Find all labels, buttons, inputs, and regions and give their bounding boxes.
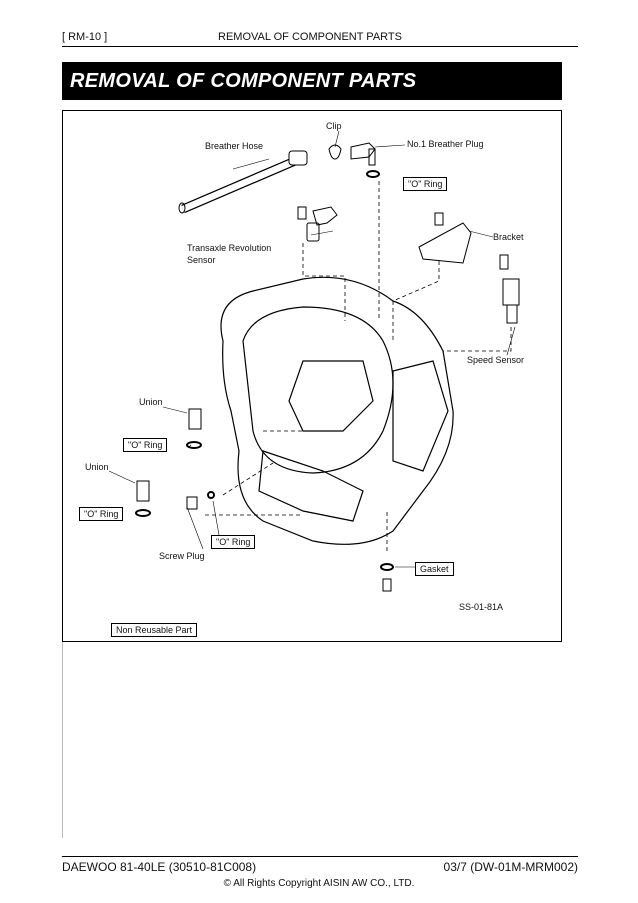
label-revolution-sensor: Transaxle Revolution bbox=[187, 243, 272, 253]
revolution-sensor-drawing bbox=[297, 206, 338, 242]
header-code: [ RM-10 ] bbox=[62, 31, 108, 43]
screw-plug-drawing bbox=[186, 491, 215, 510]
figure-frame: Clip Breather Hose No.1 Breather Plug "O… bbox=[62, 110, 562, 642]
union-upper-drawing bbox=[186, 408, 202, 449]
label-gasket: Gasket bbox=[415, 562, 454, 576]
label-o-ring-screw: "O" Ring bbox=[211, 535, 256, 549]
transmission-case-drawing bbox=[220, 276, 454, 545]
gasket-drawing bbox=[380, 563, 394, 592]
label-o-ring-upper: "O" Ring bbox=[123, 438, 168, 452]
union-lower-drawing bbox=[135, 480, 151, 517]
page-margin-rule bbox=[62, 642, 63, 838]
section-banner: REMOVAL OF COMPONENT PARTS bbox=[62, 62, 562, 100]
clip-drawing bbox=[328, 144, 342, 160]
label-breather-hose: Breather Hose bbox=[205, 141, 264, 151]
breather-plug-drawing bbox=[350, 142, 376, 160]
footer-model: DAEWOO 81-40LE (30510-81C008) bbox=[62, 860, 257, 874]
header-title: REMOVAL OF COMPONENT PARTS bbox=[218, 31, 402, 43]
label-union-lower: Union bbox=[85, 462, 109, 472]
page-header: [ RM-10 ] REMOVAL OF COMPONENT PARTS bbox=[62, 30, 578, 47]
bracket-drawing bbox=[418, 212, 472, 264]
label-o-ring-lower: "O" Ring bbox=[79, 507, 124, 521]
footer-doc: 03/7 (DW-01M-MRM002) bbox=[443, 860, 578, 874]
label-bracket: Bracket bbox=[493, 232, 524, 242]
label-clip: Clip bbox=[326, 121, 342, 131]
label-breather-plug: No.1 Breather Plug bbox=[407, 139, 484, 149]
exploded-diagram bbox=[108, 130, 520, 592]
label-revolution-sensor-line2: Sensor bbox=[187, 255, 216, 265]
speed-sensor-drawing bbox=[499, 254, 520, 324]
copyright: © All Rights Copyright AISIN AW CO., LTD… bbox=[223, 878, 415, 889]
page-footer: DAEWOO 81-40LE (30510-81C008) 03/7 (DW-0… bbox=[62, 856, 578, 874]
label-speed-sensor: Speed Sensor bbox=[467, 355, 525, 365]
label-o-ring-top: "O" Ring bbox=[403, 177, 448, 191]
figure-code: SS-01-81A bbox=[459, 602, 504, 612]
label-screw-plug: Screw Plug bbox=[159, 551, 205, 561]
legend-non-reusable: Non Reusable Part bbox=[111, 623, 198, 637]
label-union-upper: Union bbox=[139, 397, 163, 407]
